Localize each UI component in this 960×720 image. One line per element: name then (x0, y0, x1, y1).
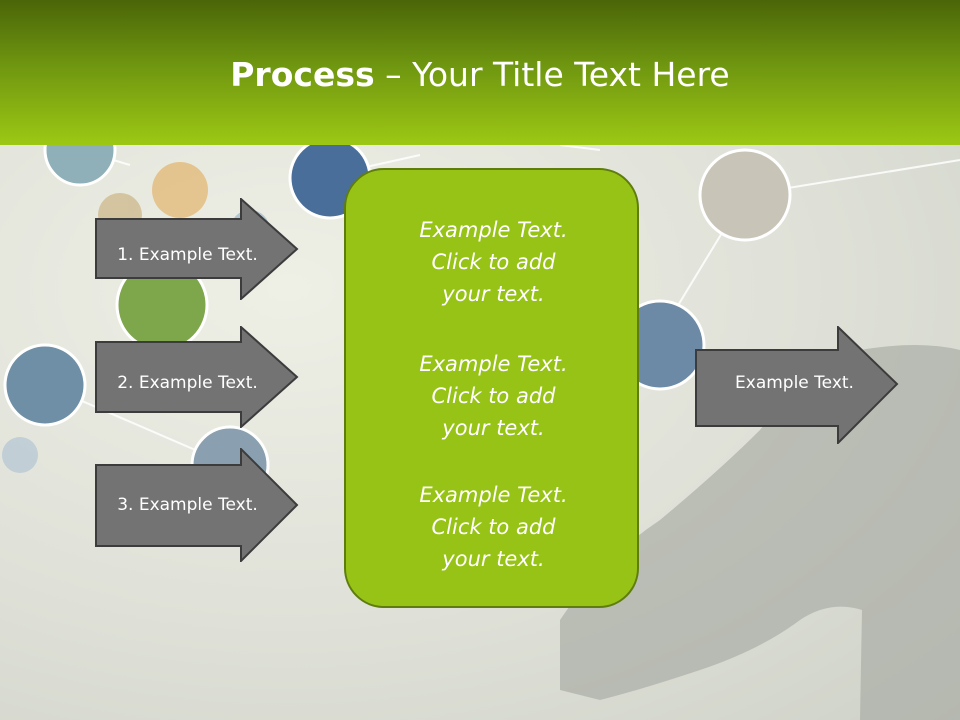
center-text-line: your text. (442, 282, 545, 306)
center-text-line: Example Text. (419, 352, 568, 376)
center-text-line: Example Text. (419, 218, 568, 242)
center-text-box[interactable]: Example Text. Click to add your text. Ex… (344, 168, 639, 608)
arrow-shape-1[interactable] (95, 198, 300, 300)
center-text-line: Example Text. (419, 483, 568, 507)
center-text-line: Click to add (431, 515, 556, 539)
center-text-block-2[interactable]: Example Text. Click to add your text. (346, 348, 641, 444)
center-text-block-3[interactable]: Example Text. Click to add your text. (346, 479, 641, 575)
center-text-line: your text. (442, 547, 545, 571)
arrow-label-3[interactable]: 3. Example Text. (117, 495, 258, 515)
title-bar (0, 0, 960, 145)
arrow-shape-3[interactable] (95, 448, 300, 562)
arrow-label-2[interactable]: 2. Example Text. (117, 373, 258, 393)
title-bold: Process (230, 55, 375, 94)
center-text-line: your text. (442, 416, 545, 440)
center-text-line: Click to add (431, 250, 556, 274)
slide-title[interactable]: Process – Your Title Text Here (0, 52, 960, 98)
center-text-block-1[interactable]: Example Text. Click to add your text. (346, 214, 641, 310)
title-rest: – Your Title Text Here (374, 55, 730, 94)
arrow-shape-2[interactable] (95, 326, 300, 428)
arrow-label-right[interactable]: Example Text. (735, 373, 854, 393)
center-text-line: Click to add (431, 384, 556, 408)
arrow-shape-right[interactable] (695, 326, 900, 444)
arrow-label-1[interactable]: 1. Example Text. (117, 245, 258, 265)
